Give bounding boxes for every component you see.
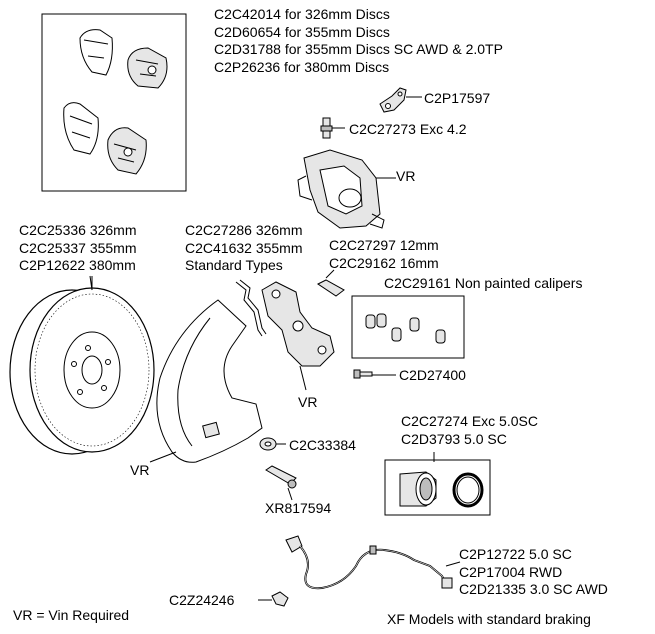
bracket-clip-illustration [379, 87, 422, 113]
grommet-label: C2C33384 [289, 437, 356, 453]
pads-label-1: C2C42014 for 326mm Discs [214, 6, 390, 22]
caps-illustration [365, 313, 446, 344]
pads-label-3: C2D31788 for 355mm Discs SC AWD & 2.0TP [214, 41, 503, 57]
disc-label-2: C2C25337 355mm [19, 239, 137, 256]
disc-labels: C2C25336 326mm C2C25337 355mm C2P12622 3… [19, 222, 137, 275]
sensor-labels: C2P12722 5.0 SC C2P17004 RWD C2D21335 3.… [459, 546, 608, 599]
spring-clip-label-3: Standard Types [185, 257, 283, 273]
spring-clip-labels: C2C27286 326mm C2C41632 355mm Standard T… [185, 222, 303, 275]
disc-label-3: C2P12622 380mm [19, 257, 136, 273]
piston-seal-label-1: C2C27274 Exc 5.0SC [401, 413, 538, 429]
spring-clip-illustration [235, 279, 267, 337]
disc-label-1: C2C25336 326mm [19, 222, 137, 238]
kit-box [351, 295, 465, 359]
vr-carrier-label: VR [298, 394, 318, 410]
brake-disc-illustration [9, 276, 155, 455]
shield-bolt-label: XR817594 [265, 500, 332, 516]
vr-shield-label: VR [130, 462, 150, 478]
bleed-screw-label: C2C27273 Exc 4.2 [349, 121, 467, 137]
bleed-screw-illustration [320, 117, 345, 139]
sensor-clip-illustration [258, 591, 289, 607]
spring-clip-label-2: C2C41632 355mm [185, 239, 303, 256]
pads-labels: C2C42014 for 326mm Discs C2D60654 for 35… [214, 6, 503, 76]
abs-sensor-illustration [285, 535, 461, 590]
pads-box [41, 13, 187, 192]
non-painted-label: C2C29161 Non painted calipers [384, 275, 583, 291]
piston-box [384, 459, 491, 516]
piston-seal-labels: C2C27274 Exc 5.0SC C2D3793 5.0 SC [401, 413, 538, 448]
carrier-illustration [261, 281, 335, 391]
vr-legend: VR = Vin Required [13, 607, 130, 623]
sensor-label-2: C2P17004 RWD [459, 563, 563, 580]
caliper-bolt-label: C2D27400 [399, 367, 466, 383]
guide-pin-label-1: C2C27297 12mm [329, 237, 439, 253]
sensor-clip-label: C2Z24246 [169, 592, 235, 608]
vr-caliper-label: VR [396, 168, 416, 184]
brake-pads-illustration [63, 29, 168, 175]
grommet-illustration [259, 437, 286, 451]
guide-pins-labels: C2C27297 12mm C2C29162 16mm [329, 237, 439, 272]
pads-label-4: C2P26236 for 380mm Discs [214, 58, 390, 75]
guide-pin-label-2: C2C29162 16mm [329, 254, 439, 271]
sensor-label-1: C2P12722 5.0 SC [459, 546, 572, 562]
shield-bolt-illustration [265, 465, 297, 501]
piston-seal-label-2: C2D3793 5.0 SC [401, 430, 507, 447]
bracket-clip-label: C2P17597 [424, 90, 491, 106]
sensor-label-3: C2D21335 3.0 SC AWD [459, 581, 608, 597]
caliper-bolt-illustration [353, 369, 396, 379]
models-caption: XF Models with standard braking [387, 611, 591, 627]
piston-seal-illustration [399, 452, 484, 508]
pads-label-2: C2D60654 for 355mm Discs [214, 23, 390, 40]
caliper-illustration [297, 149, 396, 229]
spring-clip-label-1: C2C27286 326mm [185, 222, 303, 238]
guide-pin-illustration [317, 269, 345, 297]
splash-shield-illustration [149, 299, 263, 463]
